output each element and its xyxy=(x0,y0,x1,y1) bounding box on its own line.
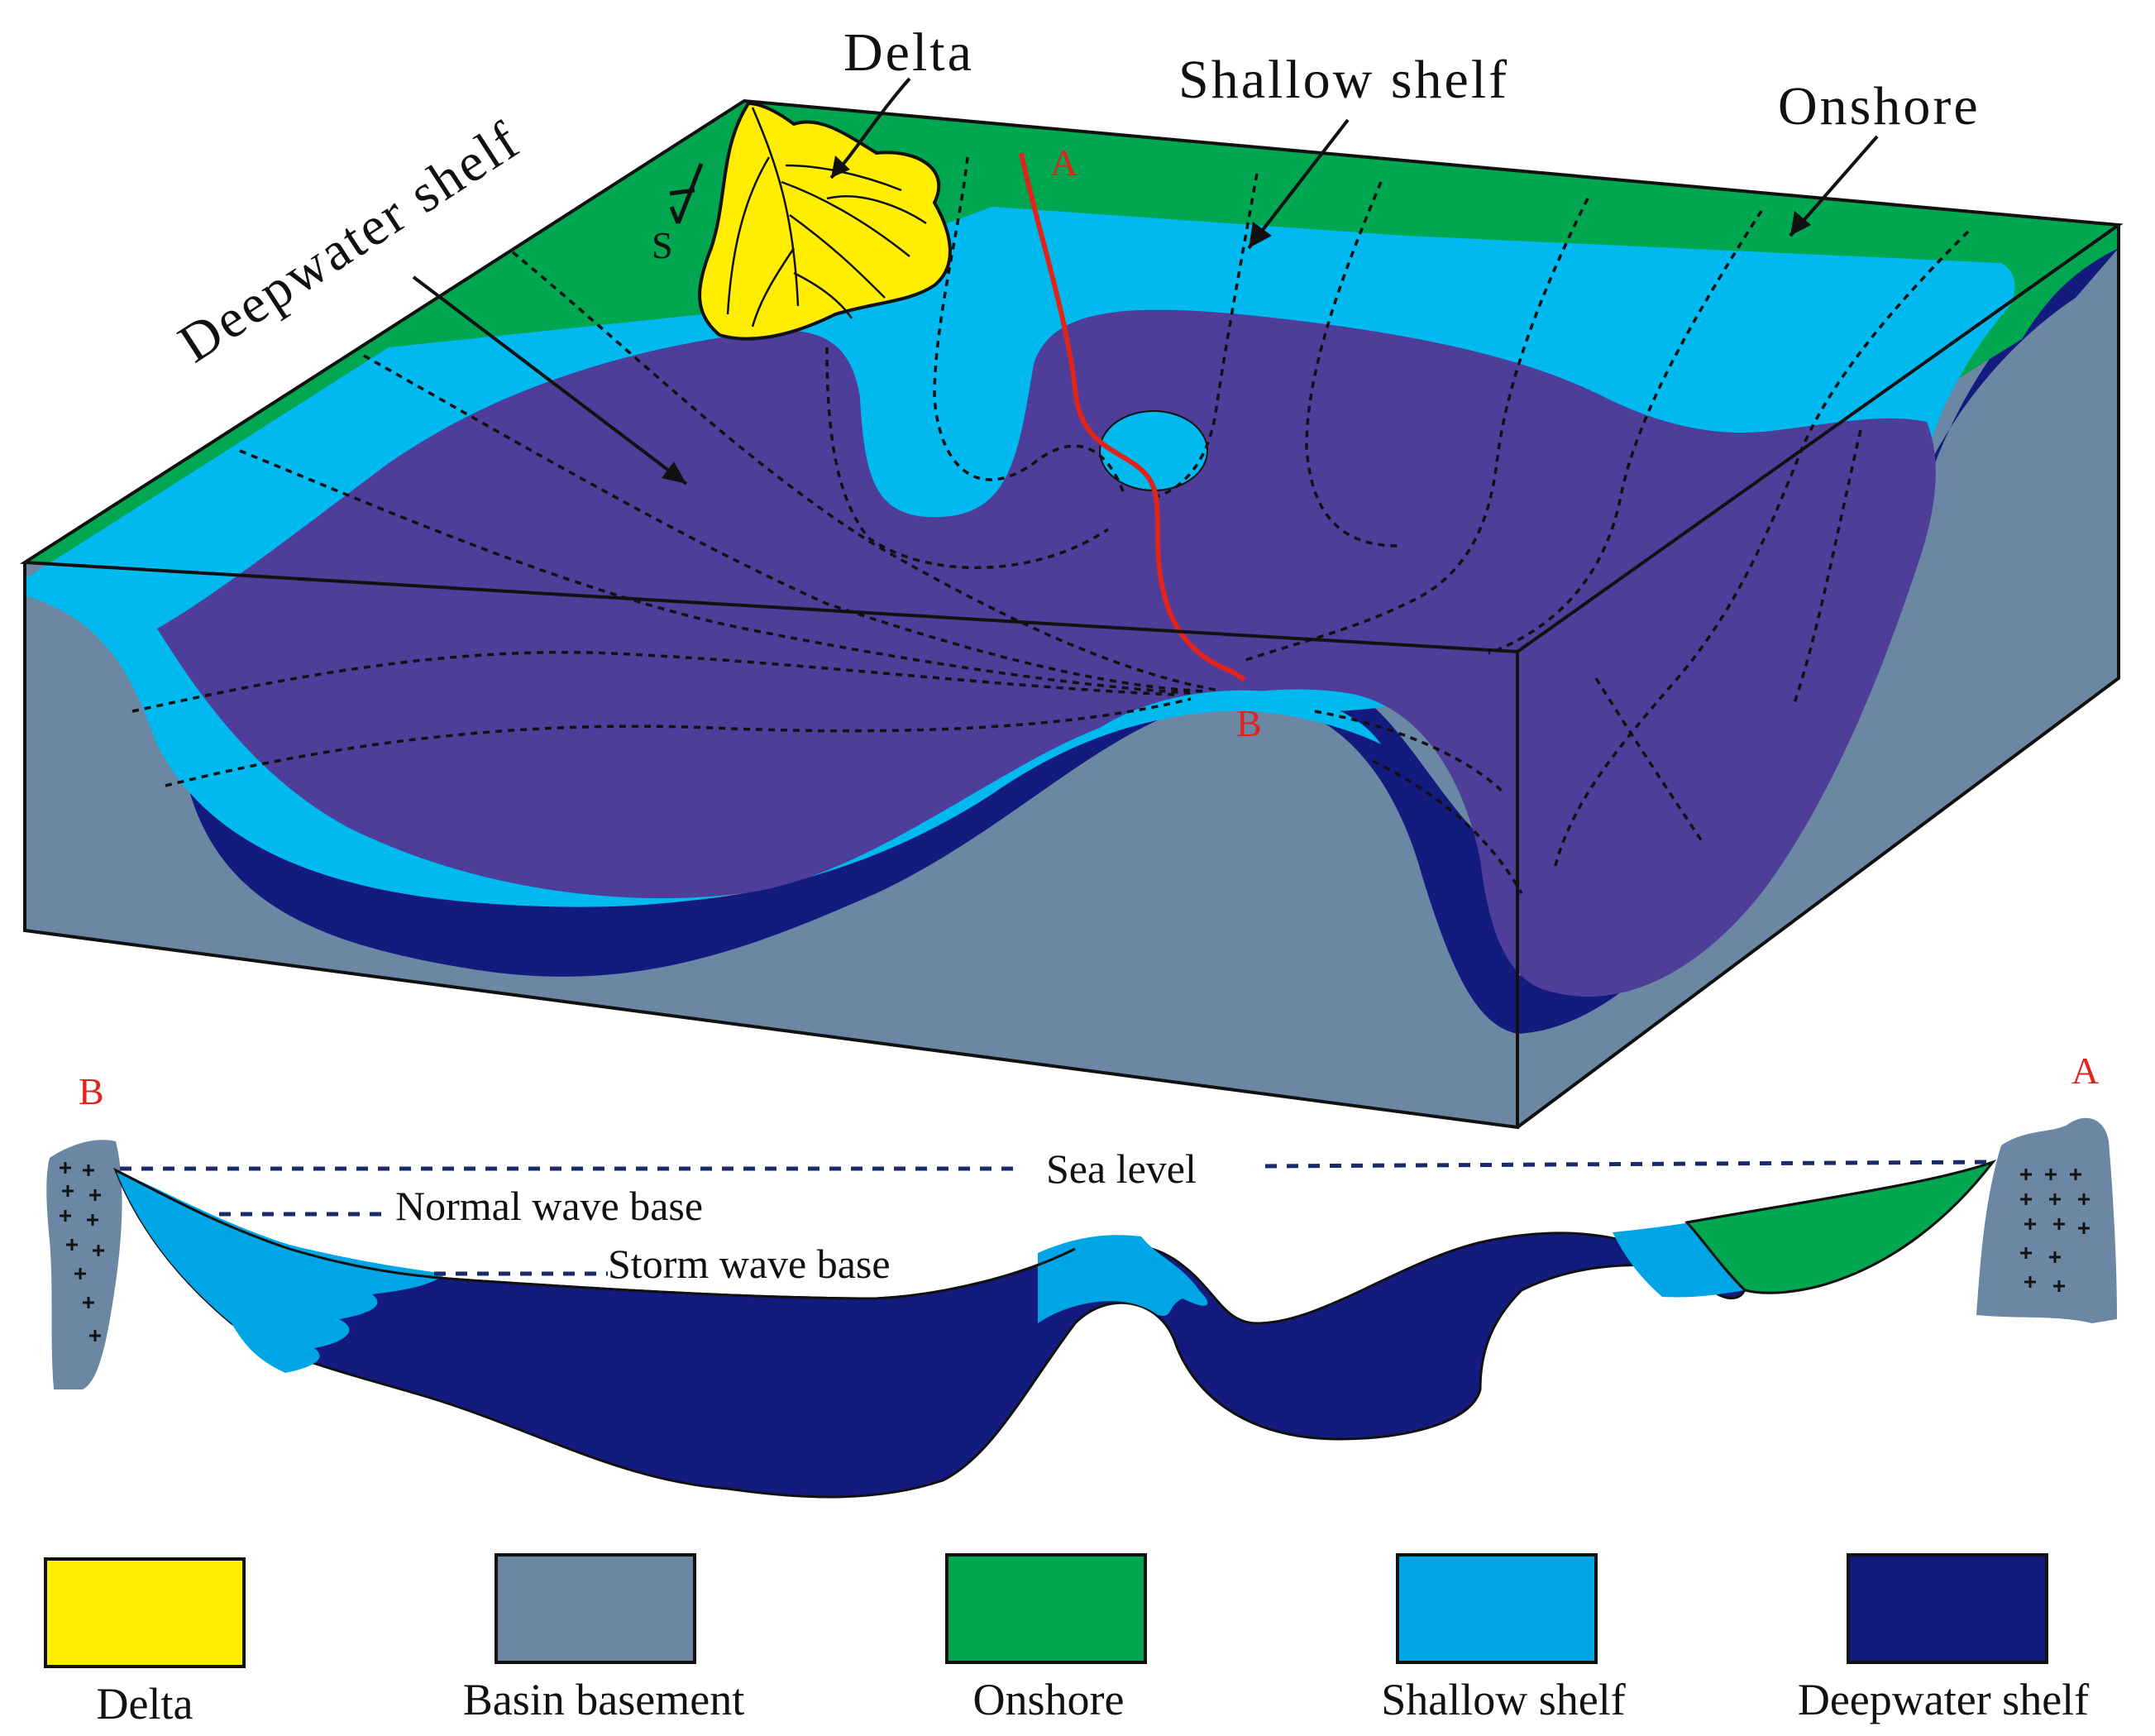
block-front-edge xyxy=(23,562,1519,1130)
section-middle-shallow xyxy=(1038,1235,1208,1323)
sea-level-label: Sea level xyxy=(1046,1145,1197,1192)
front-shallow-rim xyxy=(1100,690,1381,744)
left-basement-block xyxy=(46,1140,122,1389)
label-section-a: A xyxy=(1050,141,1078,184)
label-onshore: Onshore xyxy=(1778,76,1981,136)
section-left-shallow xyxy=(116,1170,447,1373)
top-surface-deepwater-shelf xyxy=(157,309,1936,997)
legend-label-delta: Delta xyxy=(97,1679,194,1729)
normal-wave-base-label: Normal wave base xyxy=(395,1183,703,1229)
basement-crosses xyxy=(60,1162,2090,1341)
cross-section: B A Sea level Normal wave base xyxy=(46,1050,2117,1499)
section-onshore xyxy=(1684,1159,1997,1294)
sea-level-line-right xyxy=(1264,1160,1994,1169)
legend: Delta Basin basement Onshore Shallow she… xyxy=(44,1553,2089,1729)
legend-label-basin-basement: Basin basement xyxy=(463,1675,744,1724)
deepwater-leader-arrow xyxy=(412,275,688,485)
section-line-a-b xyxy=(1019,152,1246,682)
strike-symbol: S xyxy=(652,163,704,266)
legend-swatch-basin-basement xyxy=(495,1553,696,1664)
onshore-leader-arrow xyxy=(1789,135,1879,237)
label-section-b: B xyxy=(1236,702,1262,744)
front-section-deepwater xyxy=(124,612,1517,1034)
legend-label-deepwater-shelf: Deepwater shelf xyxy=(1798,1675,2089,1724)
shallow-shelf-leader-arrow xyxy=(1247,118,1350,250)
legend-swatch-shallow-shelf xyxy=(1396,1553,1598,1664)
legend-swatch-delta xyxy=(44,1557,246,1668)
bathymetric-contours xyxy=(131,156,1970,894)
leader-arrowheads xyxy=(662,155,1811,484)
legend-swatch-deepwater-shelf xyxy=(1847,1553,2048,1664)
section-surface-outline xyxy=(115,1160,1994,1300)
reference-lines xyxy=(120,1160,1994,1276)
block-diagram: S Delta Shallow shelf Onshore Deepwater … xyxy=(19,22,2124,1130)
right-basement-block xyxy=(1976,1117,2117,1323)
strike-letter: S xyxy=(652,224,676,266)
section-deepwater-body xyxy=(113,1167,1746,1499)
storm-wave-base-label: Storm wave base xyxy=(608,1241,891,1287)
legend-swatch-onshore xyxy=(945,1553,1147,1664)
cross-section-right-end: A xyxy=(2071,1050,2099,1092)
cross-section-left-end: B xyxy=(79,1070,104,1112)
delta-body xyxy=(698,101,952,341)
legend-label-onshore: Onshore xyxy=(973,1675,1125,1724)
label-delta: Delta xyxy=(843,22,974,83)
block-right-edge xyxy=(1516,225,2120,1129)
label-shallow-shelf: Shallow shelf xyxy=(1178,50,1509,110)
legend-label-shallow-shelf: Shallow shelf xyxy=(1381,1675,1625,1724)
right-section-deepwater xyxy=(1517,225,2119,1034)
